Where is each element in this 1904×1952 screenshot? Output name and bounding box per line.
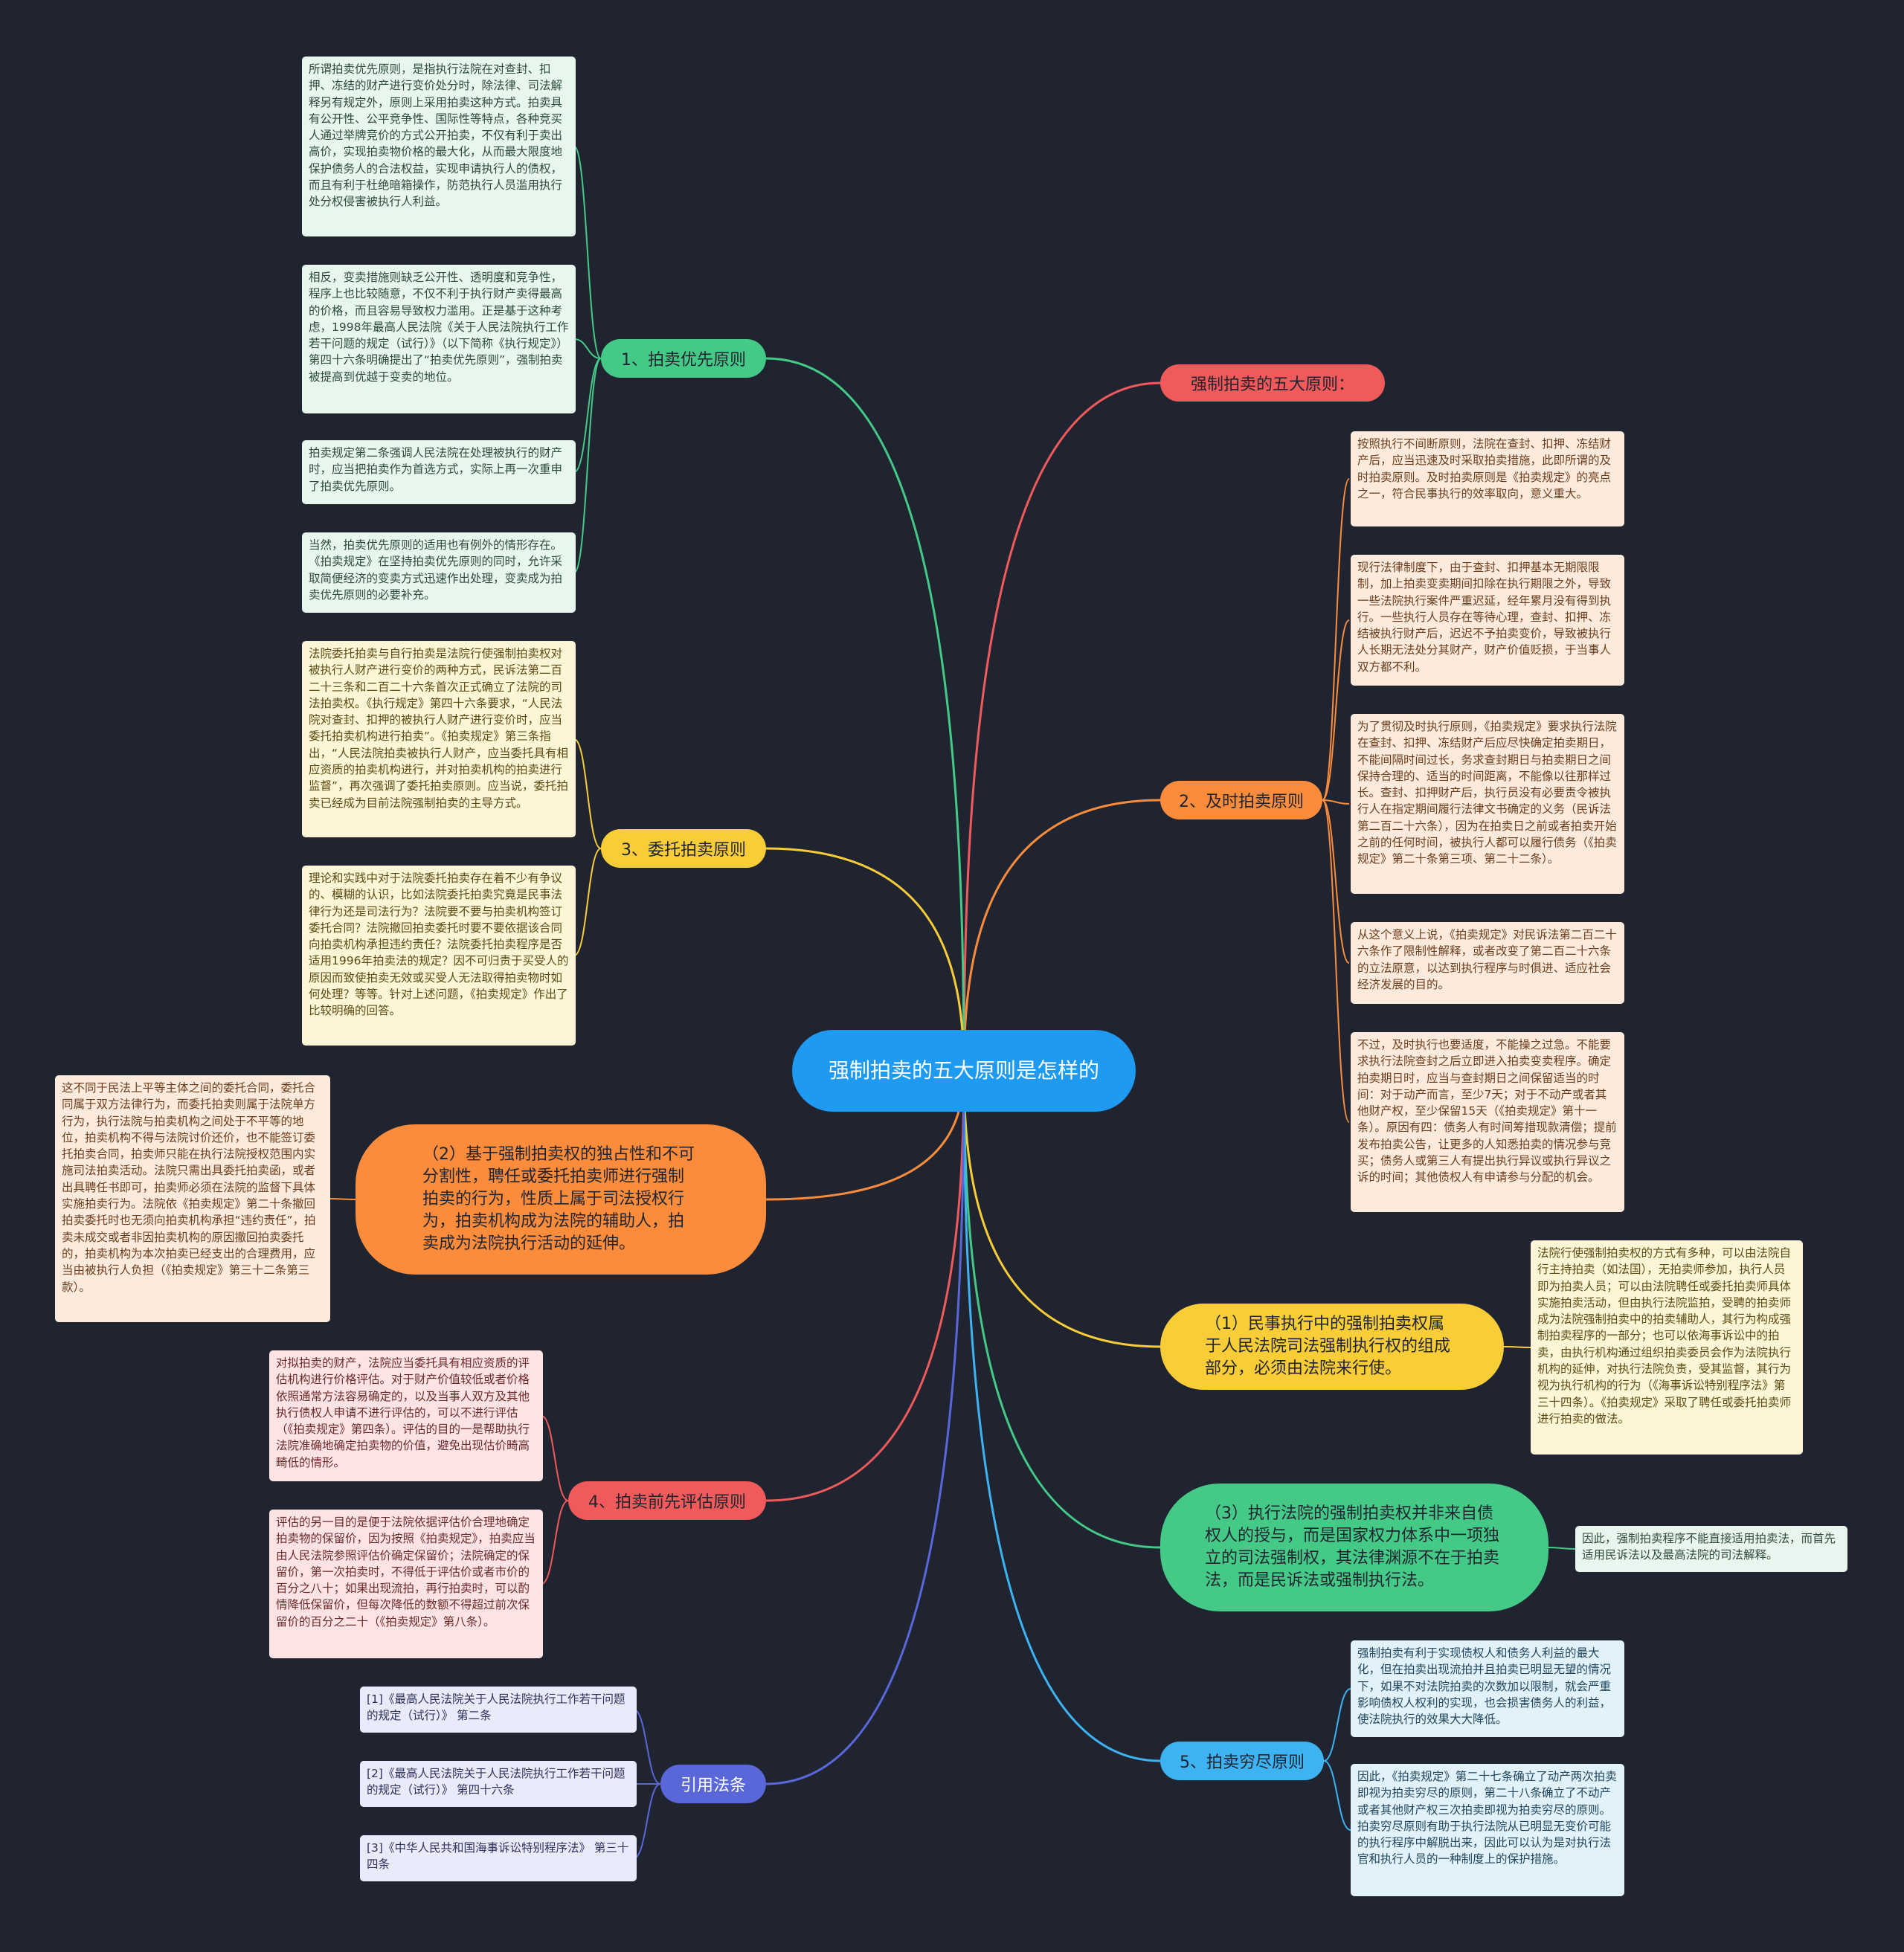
leaf-priority-2: 相反，变卖措施则缺乏公开性、透明度和竞争性，程序上也比较随意，不仅不利于执行财产… [302, 265, 576, 413]
leaf-timely-5: 不过，及时执行也要适度，不能操之过急。不能要求执行法院查封之后立即进入拍卖变卖程… [1351, 1032, 1624, 1212]
leaf-law-2[interactable]: [2]《最高人民法院关于人民法院执行工作若干问题的规定（试行）》 第四十六条 [360, 1761, 637, 1807]
link-priority-leaf-1 [573, 338, 602, 359]
link-valuation-leaf-1 [541, 1500, 569, 1585]
leaf-law-3[interactable]: [3]《中华人民共和国海事诉讼特别程序法》 第三十四条 [360, 1835, 637, 1881]
root-topic[interactable]: 强制拍卖的五大原则是怎样的 [792, 1030, 1136, 1112]
leaf-independent-1: 因此，强制拍卖程序不能直接适用拍卖法，而首先适用民诉法以及最高法院的司法解释。 [1575, 1526, 1847, 1572]
link-timely-leaf-0 [1322, 478, 1350, 801]
link-laws [765, 1070, 965, 1785]
link-laws-leaf-0 [633, 1709, 661, 1785]
leaf-auxiliary-1: 这不同于民法上平等主体之间的委托合同，委托合同属于双方法律行为，而委托拍卖则属于… [55, 1075, 330, 1322]
branch-entrust-auction[interactable]: 3、委托拍卖原则 [601, 829, 766, 868]
leaf-priority-3: 拍卖规定第二条强调人民法院在处理被执行的财产时，应当把拍卖作为首选方式，实际上再… [302, 440, 576, 504]
link-priority-leaf-0 [573, 146, 602, 359]
link-timely-leaf-2 [1322, 799, 1350, 805]
link-exhaust-leaf-1 [1323, 1760, 1351, 1831]
branch-auxiliary[interactable]: （2）基于强制拍卖权的独占性和不可分割性，聘任或委托拍卖师进行强制拍卖的行为，性… [356, 1124, 766, 1275]
leaf-priority-4: 当然，拍卖优先原则的适用也有例外的情形存在。《拍卖规定》在坚持拍卖优先原则的同时… [302, 532, 576, 613]
branch-judicial-power[interactable]: （1）民事执行中的强制拍卖权属于人民法院司法强制执行权的组成部分，必须由法院来行… [1160, 1304, 1504, 1390]
leaf-timely-4: 从这个意义上说，《拍卖规定》对民诉法第二百二十六条作了限制性解释，或者改变了第二… [1351, 922, 1624, 1004]
link-laws-leaf-2 [633, 1783, 661, 1859]
branch-independent-power[interactable]: （3）执行法院的强制拍卖权并非来自债权人的授与，而是国家权力体系中一项独立的司法… [1160, 1484, 1548, 1611]
link-independent-leaf-0 [1548, 1547, 1576, 1550]
leaf-law-1[interactable]: [1]《最高人民法院关于人民法院执行工作若干问题的规定（试行）》 第二条 [360, 1687, 637, 1733]
leaf-valuation-2: 评估的另一目的是便于法院依据评估价合理地确定拍卖物的保留价，因为按照《拍卖规定》… [269, 1510, 543, 1658]
link-exhaust [962, 1070, 1161, 1762]
link-five [962, 381, 1161, 1072]
link-entrust [765, 847, 965, 1072]
link-entrust-leaf-0 [573, 738, 602, 849]
leaf-timely-1: 按照执行不间断原则，法院在查封、扣押、冻结财产后，应当迅速及时采取拍卖措施，此即… [1351, 431, 1624, 526]
branch-cited-laws[interactable]: 引用法条 [660, 1765, 766, 1803]
branch-valuation[interactable]: 4、拍卖前先评估原则 [568, 1481, 766, 1520]
link-priority-leaf-3 [573, 358, 602, 573]
link-timely [962, 799, 1161, 1072]
leaf-entrust-2: 理论和实践中对于法院委托拍卖存在着不少有争议的、模糊的认识，比如法院委托拍卖究竟… [302, 866, 576, 1046]
link-timely-leaf-3 [1322, 799, 1350, 964]
leaf-valuation-1: 对拟拍卖的财产，法院应当委托具有相应资质的评估机构进行价格评估。对于财产价值较低… [269, 1350, 543, 1481]
leaf-entrust-1: 法院委托拍卖与自行拍卖是法院行使强制拍卖权对被执行人财产进行变价的两种方式，民诉… [302, 641, 576, 837]
leaf-exhaust-1: 强制拍卖有利于实现债权人和债务人利益的最大化，但在拍卖出现流拍并且拍卖已明显无望… [1351, 1640, 1624, 1737]
leaf-timely-3: 为了贯彻及时执行原则，《拍卖规定》要求执行法院在查封、扣押、冻结财产后应尽快确定… [1351, 714, 1624, 894]
link-entrust-leaf-1 [573, 848, 602, 956]
link-priority [765, 357, 965, 1072]
branch-priority-auction[interactable]: 1、拍卖优先原则 [601, 339, 766, 378]
branch-timely-auction[interactable]: 2、及时拍卖原则 [1160, 781, 1322, 819]
link-priority-leaf-2 [573, 358, 602, 473]
branch-exhaust-auction[interactable]: 5、拍卖穷尽原则 [1160, 1742, 1324, 1780]
leaf-judicial-1: 法院行使强制拍卖权的方式有多种，可以由法院自行主持拍卖（如法国），无拍卖师参加，… [1531, 1240, 1803, 1455]
link-judicial [962, 1070, 1161, 1348]
link-timely-leaf-1 [1322, 619, 1350, 801]
link-exhaust-leaf-0 [1323, 1688, 1351, 1762]
link-valuation-leaf-0 [541, 1415, 569, 1501]
leaf-priority-1: 所谓拍卖优先原则，是指执行法院在对查封、扣押、冻结的财产进行变价处分时，除法律、… [302, 57, 576, 236]
link-independent [962, 1070, 1161, 1549]
leaf-timely-2: 现行法律制度下，由于查封、扣押基本无期限限制，加上拍卖变卖期间扣除在执行期限之外… [1351, 555, 1624, 686]
leaf-exhaust-2: 因此，《拍卖规定》第二十七条确立了动产两次拍卖即视为拍卖穷尽的原则，第二十八条确… [1351, 1764, 1624, 1896]
link-valuation [765, 1070, 965, 1502]
branch-five-principles[interactable]: 强制拍卖的五大原则： [1160, 364, 1385, 402]
link-timely-leaf-4 [1322, 799, 1350, 1123]
